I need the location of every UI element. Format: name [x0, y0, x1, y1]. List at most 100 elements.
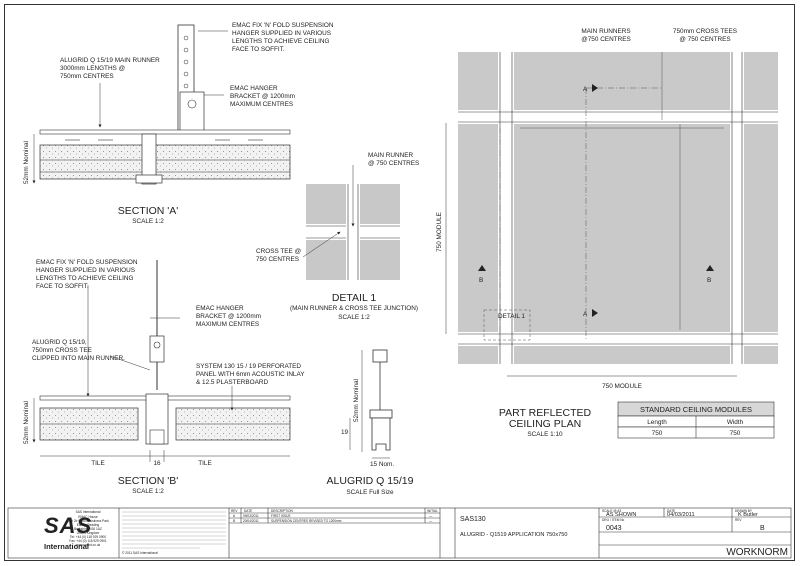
sec-b-title: SECTION 'B' [118, 475, 179, 487]
detail-1-subtitle: (MAIN RUNNER & CROSS TEE JUNCTION) [290, 305, 418, 312]
sec-b-scale: SCALE 1:2 [132, 488, 164, 495]
company-name: SAS International [76, 510, 101, 514]
modules-header-width: Width [727, 419, 744, 426]
modules-length-value: 750 [652, 430, 663, 437]
company-line-2: Unit 2b Sutton Business Park [67, 519, 109, 523]
sec-b-panel-note-2: PANEL WITH 6mm ACOUSTIC INLAY [196, 371, 305, 378]
company-line-5: United Kingdom [77, 531, 100, 535]
plan-module-v: 750 MODULE [436, 212, 443, 252]
section-a-drawing [32, 24, 291, 185]
sec-b-tee-note-3: CLIPPED INTO MAIN RUNNER. [32, 355, 125, 362]
rev-header-desc: DESCRIPTION [271, 509, 293, 513]
company-line-8: www.sasint.co.uk [76, 543, 101, 547]
rev-header-rev: REV [231, 509, 238, 513]
plan-title-2: CEILING PLAN [509, 418, 581, 430]
modules-table-title: STANDARD CEILING MODULES [640, 405, 752, 414]
sec-a-scale: SCALE 1:2 [132, 218, 164, 225]
sec-a-hanger-note-1: EMAC FIX 'N' FOLD SUSPENSION [232, 22, 334, 29]
sec-b-panel-note-1: SYSTEM 130 15 / 19 PERFORATED [196, 363, 301, 370]
company-line-4: Berkshire RG6 1AZ [74, 527, 102, 531]
title-block [7, 507, 792, 559]
dwg-label: DRG / ITEM No [602, 518, 625, 522]
rev-row-1-rev: A [233, 514, 236, 518]
modules-header-length: Length [647, 419, 667, 426]
sec-a-bracket-note-1: EMAC HANGER [230, 85, 278, 92]
scale-label: SCALE @ A3 [602, 509, 621, 513]
profile-scale: SCALE Full Size [346, 489, 394, 496]
profile-dim-15: 15 Nom. [370, 461, 394, 468]
drawing-subtitle: ALUGRID - Q1519 APPLICATION 750x750 [460, 532, 567, 538]
sec-b-bracket-note-2: BRACKET @ 1200mm [196, 313, 261, 320]
rev-header-date: DATE [244, 509, 252, 513]
company-line-6: Tel: +44 (0) 118 929 0900 [70, 535, 106, 539]
company-line-1: EMAC House [78, 515, 98, 519]
drawing-sheet [4, 4, 795, 561]
plan-main-runners-2: @750 CENTRES [581, 36, 630, 43]
rev-label: REV [735, 518, 742, 522]
section-b-drawing [32, 260, 291, 462]
drawing-title: SAS130 [460, 516, 486, 523]
rev-row-2-initial: — [429, 519, 433, 523]
sec-a-hanger-note-2: HANGER SUPPLIED IN VARIOUS [232, 30, 331, 37]
sas-logo: SAS [44, 513, 92, 538]
sec-b-dim-tile-left: TILE [91, 460, 105, 467]
scale-value: AS SHOWN [606, 512, 636, 518]
date-value: 04/03/2011 [667, 512, 695, 518]
company-line-7: Fax: +44 (0) 118 929 0901 [69, 539, 107, 543]
detail-main-runner-1: MAIN RUNNER [368, 152, 413, 159]
modules-table [617, 401, 775, 439]
rev-header-initial: INITIAL [427, 509, 438, 513]
detail-cross-tee-2: 750 CENTRES [256, 256, 299, 263]
sec-b-bracket-note-1: EMAC HANGER [196, 305, 244, 312]
sec-b-panel-note-3: & 12.5 PLASTERBOARD [196, 379, 268, 386]
sec-b-hanger-note-2: HANGER SUPPLIED IN VARIOUS [36, 267, 135, 274]
plan-marker-b-left: B [479, 277, 483, 284]
sec-b-bracket-note-3: MAXIMUM CENTRES [196, 321, 259, 328]
plan-module-h: 750 MODULE [602, 383, 642, 390]
sec-b-hanger-note-1: EMAC FIX 'N' FOLD SUSPENSION [36, 259, 138, 266]
rev-value: B [760, 525, 765, 532]
detail-1-title: DETAIL 1 [332, 292, 377, 304]
plan-cross-tees-2: @ 750 CENTRES [679, 36, 730, 43]
sec-a-bracket-note-3: MAXIMUM CENTRES [230, 101, 293, 108]
sec-b-dim-tile-right: TILE [198, 460, 212, 467]
modules-width-value: 750 [730, 430, 741, 437]
plan-main-runners-1: MAIN RUNNERS [581, 28, 630, 35]
detail-cross-tee-1: CROSS TEE @ [256, 248, 301, 255]
plan-detail-label: DETAIL 1 [498, 313, 525, 320]
sec-b-tee-note-2: 750mm CROSS TEE [32, 347, 92, 354]
company-line-3: Earley, Reading [77, 523, 100, 527]
detail-1-drawing [302, 165, 400, 280]
sec-a-bracket-note-2: BRACKET @ 1200mm [230, 93, 295, 100]
profile-drawing [349, 349, 393, 459]
plan-marker-a-top: A [583, 86, 588, 93]
sec-a-runner-note-3: 750mm CENTRES [60, 73, 114, 80]
copyright: © 2011 SAS International [122, 551, 158, 555]
plan-marker-a-bottom: A [583, 311, 588, 318]
detail-main-runner-2: @ 750 CENTRES [368, 160, 419, 167]
drawn-label: DRAWN BY [735, 509, 753, 513]
sec-b-hanger-note-4: FACE TO SOFFIT. [36, 283, 89, 290]
rev-row-1-initial: — [429, 514, 433, 518]
rev-row-1-desc: FIRST ISSUE [271, 514, 291, 518]
sec-a-title: SECTION 'A' [118, 205, 179, 217]
dwg-value: 0043 [606, 525, 622, 532]
sec-b-tee-note-1: ALUGRID Q 15/19, [32, 339, 87, 346]
sec-a-dimension: 52mm Nominal [23, 141, 30, 184]
sec-a-hanger-note-4: FACE TO SOFFIT. [232, 46, 285, 53]
sec-a-runner-note-1: ALUGRID Q 15/19 MAIN RUNNER [60, 57, 160, 64]
date-label: DATE [667, 509, 675, 513]
sec-a-runner-note-2: 3000mm LENGTHS @ [60, 65, 125, 72]
rev-row-1-date: 09/03/2011 [243, 514, 259, 518]
plan-scale: SCALE 1:10 [527, 431, 563, 438]
sec-b-dim-16: 16 [153, 460, 161, 467]
profile-title: ALUGRID Q 15/19 [327, 475, 414, 487]
rev-row-2-rev: B [233, 519, 235, 523]
rev-row-2-desc: SUSPENSION CENTRES REVISED TO 1200mm [271, 519, 342, 523]
sec-b-dimension: 52mm Nominal [23, 401, 30, 444]
sas-logo-sub: International [44, 542, 89, 551]
brand-worknorm: WORKNORM [726, 547, 788, 558]
sec-a-hanger-note-3: LENGTHS TO ACHIEVE CEILING [232, 38, 329, 45]
rev-row-2-date: 20/04/2011 [243, 519, 259, 523]
